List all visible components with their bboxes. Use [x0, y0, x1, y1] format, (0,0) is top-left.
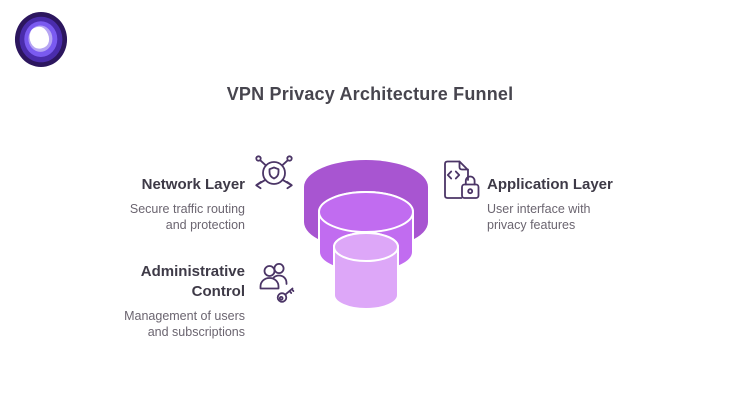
network-layer-label: Network Layer	[141, 176, 245, 193]
network-desc-line2: and protection	[165, 218, 245, 232]
network-layer-description: Secure traffic routing and protection	[130, 201, 245, 233]
application-layer-description: User interface with privacy features	[487, 201, 591, 233]
application-layer-label: Application Layer	[487, 176, 613, 193]
funnel-graphic	[304, 160, 428, 310]
admin-desc-line2: and subscriptions	[147, 325, 245, 339]
admin-label-line1: Administrative	[140, 263, 245, 280]
admin-desc-line1: Management of users	[124, 309, 245, 323]
logo-triangle-core	[29, 26, 50, 49]
users-key-icon	[259, 263, 295, 303]
network-desc-line1: Secure traffic routing	[129, 202, 245, 216]
network-shield-routing-icon	[255, 155, 293, 190]
purevpn-logo	[14, 11, 68, 68]
document-code-lock-icon	[444, 160, 480, 199]
funnel-tier-bottom-rim	[333, 232, 399, 262]
page-title: VPN Privacy Architecture Funnel	[226, 84, 514, 104]
application-desc-line2: privacy features	[487, 218, 576, 232]
admin-control-label: Administrative Control	[141, 262, 245, 302]
admin-control-description: Management of users and subscriptions	[124, 308, 245, 340]
admin-label-line2: Control	[191, 283, 245, 300]
application-desc-line1: User interface with	[487, 202, 591, 216]
funnel-tier-middle-rim	[318, 191, 414, 233]
